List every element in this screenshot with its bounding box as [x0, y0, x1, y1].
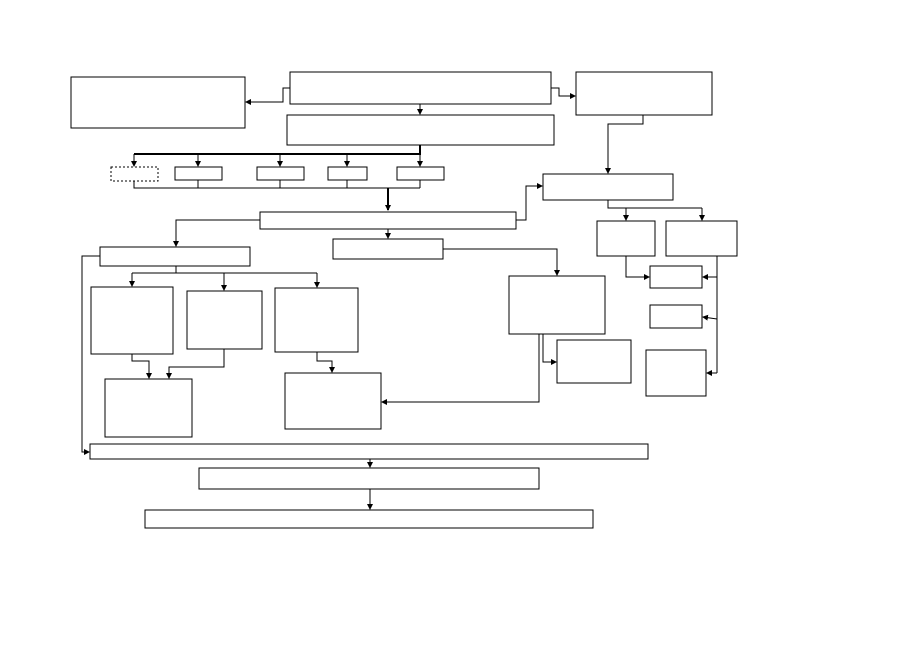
connector-right-mid-children: [607, 200, 702, 209]
box-right-small-2: [649, 304, 703, 329]
box-left-bottom: [104, 378, 193, 438]
connector-second-trunk: [134, 145, 421, 155]
box-small-3: [256, 166, 305, 181]
arrow-mid-right-to-child: [542, 334, 557, 365]
connector-left-branch-subs: [132, 266, 317, 274]
box-left-sub-1: [90, 286, 174, 355]
box-central: [259, 211, 517, 230]
box-mid-right: [508, 275, 606, 335]
arrow-central-to-right-mid: [516, 183, 543, 221]
box-small-5: [396, 166, 445, 181]
box-left-sub-3: [274, 287, 359, 353]
box-right-small-1: [649, 265, 703, 289]
box-small-4: [327, 166, 368, 181]
arrow-mid-center-to-mid-right: [443, 248, 560, 276]
arrow-central-to-left-branch: [173, 219, 260, 247]
box-mid-right-child: [556, 339, 632, 384]
arrow-left-branch-to-wide-1: [81, 255, 100, 455]
box-root: [289, 71, 552, 105]
arrow-right-top-to-right-mid: [605, 115, 644, 174]
arrow-sub-3-to-mid-bottom: [316, 352, 335, 373]
arrow-sub-2-to-left-bottom: [166, 349, 225, 379]
box-wide-2: [198, 467, 540, 490]
box-left-top: [70, 76, 246, 129]
arrow-to-right-small-2: [702, 314, 718, 321]
box-mid-bottom: [284, 372, 382, 430]
box-right-mid: [542, 173, 674, 201]
box-left-branch: [99, 246, 251, 267]
box-second-level: [286, 114, 555, 146]
box-right-child-a: [596, 220, 656, 257]
arrow-mid-right-to-mid-bottom: [381, 334, 540, 405]
box-right-child-b: [665, 220, 738, 257]
box-left-sub-2: [186, 290, 263, 350]
box-mid-center: [332, 238, 444, 260]
box-small-dashed: [110, 166, 159, 182]
arrow-root-to-right-top: [551, 87, 576, 99]
box-wide-1: [89, 443, 649, 460]
connector-small-merge: [133, 180, 421, 189]
box-small-2: [174, 166, 223, 181]
box-right-small-3: [645, 349, 707, 397]
box-wide-3: [144, 509, 594, 529]
arrow-root-to-left-top: [245, 87, 290, 105]
arrow-sub-1-to-left-bottom: [131, 354, 152, 379]
arrow-child-a-to-small-1: [625, 256, 650, 280]
box-right-top: [575, 71, 713, 116]
